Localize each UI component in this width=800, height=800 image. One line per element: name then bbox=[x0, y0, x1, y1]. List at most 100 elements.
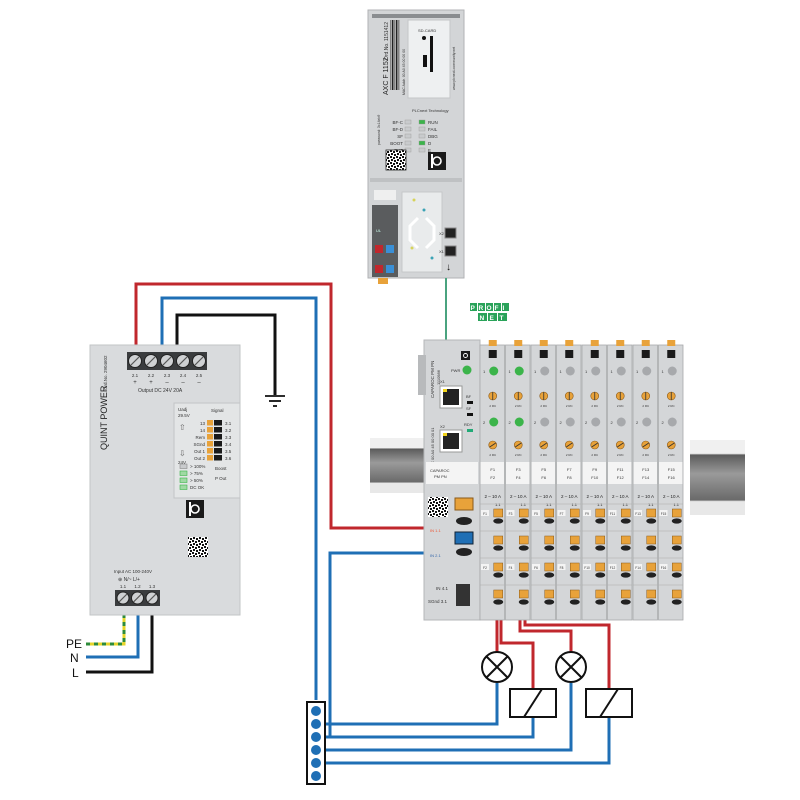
din-latch[interactable] bbox=[565, 340, 574, 346]
x4-slot[interactable] bbox=[423, 55, 427, 67]
psu-input-terminal-block[interactable] bbox=[115, 590, 160, 606]
wire-entry[interactable] bbox=[595, 518, 606, 524]
push-in-release[interactable] bbox=[519, 508, 529, 518]
push-in-release[interactable] bbox=[646, 508, 656, 518]
sd-card-slot[interactable] bbox=[430, 36, 433, 72]
push-in-release[interactable] bbox=[646, 535, 656, 545]
wire-entry[interactable] bbox=[646, 572, 657, 578]
wire-entry[interactable] bbox=[595, 599, 606, 605]
push-button-blue[interactable] bbox=[386, 245, 394, 253]
wire-entry[interactable] bbox=[646, 545, 657, 551]
wire-entry[interactable] bbox=[518, 572, 529, 578]
signal-pin[interactable] bbox=[214, 420, 222, 426]
signal-pin[interactable] bbox=[214, 448, 222, 454]
feed-screw-1[interactable] bbox=[456, 517, 472, 525]
push-in-release[interactable] bbox=[493, 535, 503, 545]
signal-pin[interactable] bbox=[214, 434, 222, 440]
signal-pin[interactable] bbox=[214, 441, 222, 447]
push-in-release[interactable] bbox=[672, 535, 682, 545]
push-in-release[interactable] bbox=[570, 589, 580, 599]
push-button-red-2[interactable] bbox=[375, 265, 383, 273]
wire-entry[interactable] bbox=[518, 518, 529, 524]
wire-entry[interactable] bbox=[671, 545, 682, 551]
signal-pin-release[interactable] bbox=[207, 448, 213, 454]
din-latch[interactable] bbox=[641, 340, 650, 346]
din-latch[interactable] bbox=[590, 340, 599, 346]
controller-port-x2[interactable]: X2 bbox=[439, 227, 457, 239]
wire-entry[interactable] bbox=[646, 599, 657, 605]
wire-entry[interactable] bbox=[493, 572, 504, 578]
push-in-release[interactable] bbox=[493, 508, 503, 518]
push-in-release[interactable] bbox=[621, 589, 631, 599]
wire-entry[interactable] bbox=[544, 518, 555, 524]
push-in-release[interactable] bbox=[595, 589, 605, 599]
push-in-release[interactable] bbox=[493, 589, 503, 599]
push-in-release[interactable] bbox=[595, 508, 605, 518]
signal-connector[interactable] bbox=[456, 584, 470, 606]
wire-entry[interactable] bbox=[595, 572, 606, 578]
wire-entry[interactable] bbox=[671, 599, 682, 605]
signal-pin-release[interactable] bbox=[207, 455, 213, 461]
wire-entry[interactable] bbox=[518, 545, 529, 551]
wire-entry[interactable] bbox=[671, 572, 682, 578]
push-in-release[interactable] bbox=[519, 589, 529, 599]
push-in-release[interactable] bbox=[672, 589, 682, 599]
push-in-release[interactable] bbox=[519, 535, 529, 545]
feed-terminal-1[interactable] bbox=[454, 497, 474, 511]
feed-terminal-2[interactable] bbox=[454, 531, 474, 545]
wire-entry[interactable] bbox=[620, 599, 631, 605]
wire-entry[interactable] bbox=[493, 545, 504, 551]
din-latch[interactable] bbox=[667, 340, 676, 346]
din-latch[interactable] bbox=[514, 340, 523, 346]
din-latch[interactable] bbox=[539, 340, 548, 346]
controller-port-x1[interactable]: X1 bbox=[439, 245, 457, 257]
wire-entry[interactable] bbox=[493, 518, 504, 524]
push-in-release[interactable] bbox=[646, 562, 656, 572]
wire-entry[interactable] bbox=[518, 599, 529, 605]
caparoc-port-x1[interactable]: X1 bbox=[439, 379, 463, 409]
push-in-release[interactable] bbox=[595, 535, 605, 545]
push-button-blue-2[interactable] bbox=[386, 265, 394, 273]
push-button-red[interactable] bbox=[375, 245, 383, 253]
wire-entry[interactable] bbox=[569, 545, 580, 551]
push-in-release[interactable] bbox=[544, 508, 554, 518]
wire-entry[interactable] bbox=[569, 599, 580, 605]
push-in-release[interactable] bbox=[570, 535, 580, 545]
push-in-release[interactable] bbox=[621, 535, 631, 545]
din-latch[interactable] bbox=[488, 340, 497, 346]
psu-output-terminal-block[interactable] bbox=[127, 352, 207, 370]
power-supply[interactable]: QUINT POWER Ord.No. 2904602 Output DC 24… bbox=[89, 344, 241, 616]
signal-pin-release[interactable] bbox=[207, 427, 213, 433]
wire-entry[interactable] bbox=[569, 572, 580, 578]
wire-entry[interactable] bbox=[620, 572, 631, 578]
push-in-release[interactable] bbox=[672, 562, 682, 572]
signal-pin-release[interactable] bbox=[207, 434, 213, 440]
controller-front-cover[interactable] bbox=[401, 191, 443, 273]
wire-entry[interactable] bbox=[646, 518, 657, 524]
wire-entry[interactable] bbox=[620, 545, 631, 551]
caparoc-head-module[interactable]: CAPAROC PM PN 1110986 MAC 00 A0 45 00 00… bbox=[418, 339, 481, 621]
wire-entry[interactable] bbox=[671, 518, 682, 524]
push-in-release[interactable] bbox=[570, 562, 580, 572]
push-in-release[interactable] bbox=[621, 562, 631, 572]
signal-pin[interactable] bbox=[214, 455, 222, 461]
plc-controller[interactable]: AXC F 1152 Ord.No. 1151412 MAC Addr. 00 … bbox=[367, 9, 465, 284]
push-in-release[interactable] bbox=[621, 508, 631, 518]
reset-button[interactable] bbox=[422, 36, 426, 40]
push-in-release[interactable] bbox=[672, 508, 682, 518]
wire-entry[interactable] bbox=[544, 599, 555, 605]
push-in-release[interactable] bbox=[544, 589, 554, 599]
push-in-release[interactable] bbox=[544, 535, 554, 545]
wire-entry[interactable] bbox=[595, 545, 606, 551]
wire-entry[interactable] bbox=[493, 599, 504, 605]
signal-pin[interactable] bbox=[214, 427, 222, 433]
push-in-release[interactable] bbox=[519, 562, 529, 572]
signal-pin-release[interactable] bbox=[207, 441, 213, 447]
push-in-release[interactable] bbox=[493, 562, 503, 572]
signal-pin-release[interactable] bbox=[207, 420, 213, 426]
push-in-release[interactable] bbox=[595, 562, 605, 572]
